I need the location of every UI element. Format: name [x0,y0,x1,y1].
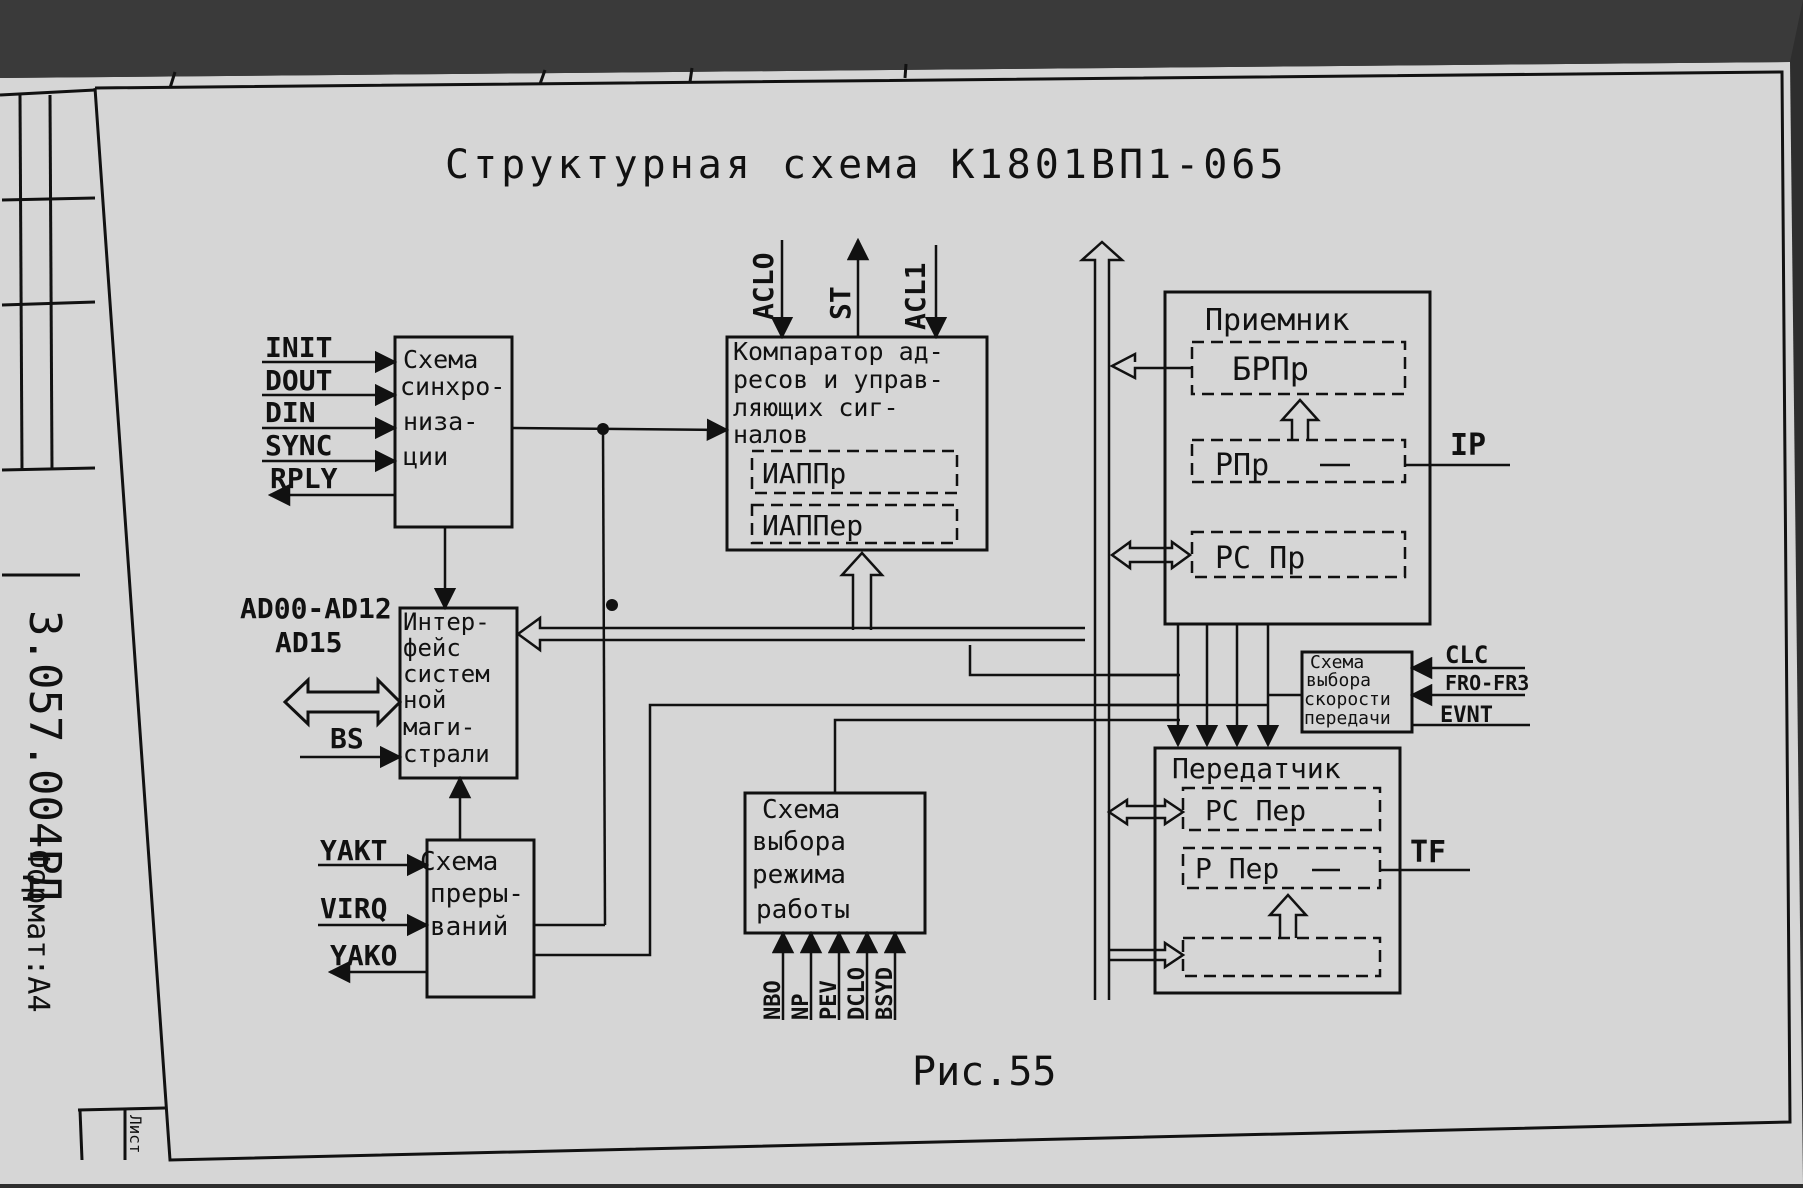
signal-yakt: YAKT [320,834,387,867]
signal-tf: TF [1410,835,1446,870]
receiver-block: Приемник БРПр РПр РС Пр [1163,290,1432,626]
mode-line-4: работы [756,895,850,925]
comparator-line-1: Компаратор ад- [733,337,944,366]
transmitter-title: Передатчик [1172,752,1341,785]
receiver-register-rspr: РС Пр [1215,541,1305,576]
comparator-register-iappr: ИАППр [762,457,846,490]
rspr-bus-arrow [1109,539,1193,571]
mode-inputs: NBO NP PEV DCLO BSYD [761,930,907,1020]
interface-line-5: маги- [403,713,475,741]
comparator-line-3: ляющих сиг- [733,393,899,422]
signal-yako: YAKO [330,939,397,972]
receiver-register-rpr: РПр [1215,448,1269,483]
signal-clc: CLC [1445,641,1488,669]
sync-line-3: низа- [403,407,478,436]
interface-line-2: фейс [403,634,461,662]
speed-inputs: CLC FRO-FR3 EVNT [1409,641,1530,728]
comparator-register-iapper: ИАППер [762,509,863,542]
background-page [0,0,1803,78]
speed-line-4: передачи [1304,708,1391,729]
mode-line-3: режима [752,860,846,890]
signal-aclo: ACLO [747,253,780,320]
interrupt-line-3: ваний [430,912,508,942]
comparator-line-4: налов [733,420,808,449]
signal-bs: BS [330,722,364,755]
internal-bus-arrow [1078,240,1126,1000]
figure-caption: Рис.55 [912,1049,1057,1095]
diagram-title: Структурная схема К1801ВП1-065 [445,142,1287,188]
transmitter-register-rsper: РС Пер [1205,794,1306,827]
sync-tap-line [601,428,607,926]
bus-label-ad15: AD15 [275,626,342,659]
signal-acl1: ACL1 [899,263,932,330]
junction-dot-2 [606,599,618,611]
signal-st: ST [824,286,857,320]
interrupt-out-line-2 [534,703,1180,957]
brpr-to-bus-arrow [1109,351,1192,381]
interrupt-line-1: Схема [420,847,498,877]
transmitter-block: Передатчик РС Пер Р Пер [1153,746,1402,995]
rx-tx-links [1109,624,1280,748]
interface-line-3: систем [403,660,490,688]
sync-line-4: ции [403,442,448,471]
interface-block: Интер- фейс систем ной маги- страли [398,606,519,780]
interface-hollow-arrow [515,615,1085,653]
transmitter-register-rper: Р Пер [1195,852,1279,885]
receiver-title: Приемник [1205,303,1350,338]
signal-sync: SYNC [265,429,332,462]
sync-block: Схема синхро- низа- ции [393,335,514,529]
sync-line-1: Схема [403,345,478,374]
comparator-top-signals: ACLO ST ACL1 [747,237,948,340]
signal-dout: DOUT [265,364,332,397]
interface-line-6: страли [403,740,490,768]
rsper-bus-arrow [1106,797,1186,827]
sync-line-2: синхро- [400,372,505,401]
mode-line-1: Схема [762,795,840,825]
signal-init: INIT [265,331,332,364]
interrupt-line-2: преры- [430,879,524,909]
mode-line-2: выбора [752,827,846,857]
signal-din: DIN [265,396,316,429]
speed-line-1: Схема [1310,652,1364,673]
bus-to-tx-arrow [1109,940,1186,970]
signal-fro-fr3: FRO-FR3 [1445,671,1529,695]
mode-out-line [833,718,1180,793]
receiver-register-brpr: БРПр [1232,350,1309,388]
speed-line-2: выбора [1306,670,1371,691]
sheet-label: Лист [126,1115,145,1154]
interface-line-4: ной [403,686,446,714]
document-number: 3.057.004РД [19,610,70,901]
format-label: Формат:А4 [20,850,55,1013]
interrupt-inputs: YAKT VIRQ YAKO [318,834,430,984]
signal-ip: IP [1450,428,1486,463]
speed-line-3: скорости [1304,689,1391,710]
bus-label-ad00-ad12: AD00-AD12 [240,592,392,625]
signal-rply: RPLY [270,462,338,495]
drawing-frame [0,63,1792,1162]
comparator-line-2: ресов и управ- [733,365,944,394]
interface-line-1: Интер- [403,608,490,636]
sync-to-comparator-line [511,418,730,442]
sync-inputs: INIT DOUT DIN SYNC RPLY [262,331,398,507]
signal-virq: VIRQ [320,892,387,925]
comparator-hollow-arrow [839,551,885,630]
bus-double-arrow [282,676,403,728]
